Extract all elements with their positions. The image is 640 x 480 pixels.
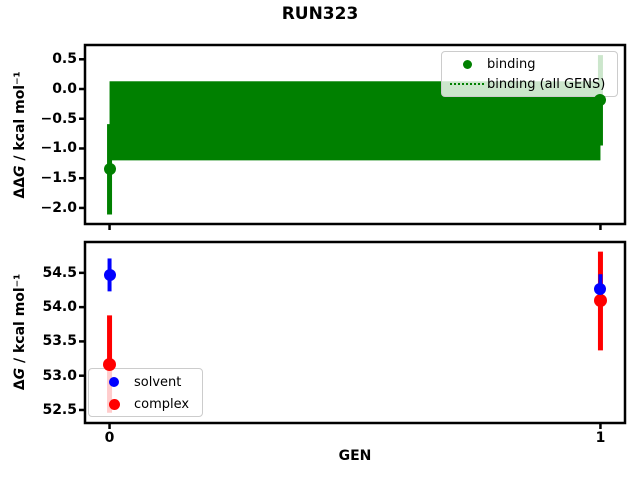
top-y-tick-label: −0.5 xyxy=(40,110,77,127)
x-tick-label: 0 xyxy=(104,430,115,446)
legend-entry-complex: complex xyxy=(94,393,197,415)
x-tick-label: 1 xyxy=(595,430,606,446)
complex-data-point xyxy=(103,357,117,371)
binding-data-point xyxy=(103,163,116,176)
legend-label-binding: binding xyxy=(487,56,536,72)
ylabel-bottom-prefix: Δ xyxy=(12,379,28,391)
ylabel-top-prefix: ΔΔ xyxy=(12,176,28,199)
xlabel-gen: GEN xyxy=(338,448,372,464)
bottom-y-tick-label: 54.5 xyxy=(42,264,77,281)
legend-label-binding-all-gens: binding (all GENS) xyxy=(487,76,606,92)
top-axes-frame xyxy=(83,43,627,226)
top-y-tick-label: −1.5 xyxy=(40,170,77,187)
red-dot-icon xyxy=(108,398,120,410)
bottom-y-tick-label: 53.5 xyxy=(42,333,77,350)
solvent-circle-legend-marker xyxy=(94,377,134,387)
legend-entry-binding: binding xyxy=(447,54,612,74)
bottom-y-tick-label: 53.0 xyxy=(42,367,77,384)
ylabel-bottom-symbol: G xyxy=(12,367,28,380)
legend-binding: binding binding (all GENS) xyxy=(441,51,618,97)
figure-title: RUN323 xyxy=(281,4,359,24)
complex-circle-legend-marker xyxy=(94,398,134,410)
top-y-tick-label: −2.0 xyxy=(40,199,77,216)
dotted-line-legend-marker xyxy=(447,83,487,85)
top-y-tick-label: 0.0 xyxy=(52,81,77,97)
bottom-axes-frame xyxy=(83,240,627,425)
legend-solvent-complex: solvent complex xyxy=(88,368,203,417)
legend-label-solvent: solvent xyxy=(134,374,182,390)
legend-entry-solvent: solvent xyxy=(94,371,197,393)
green-dotted-line-icon xyxy=(450,83,484,85)
bottom-y-tick-label: 54.0 xyxy=(42,299,77,316)
legend-entry-binding-all-gens: binding (all GENS) xyxy=(447,74,612,94)
binding-data-point xyxy=(594,94,607,107)
top-y-tick-label: −1.0 xyxy=(40,140,77,157)
green-dot-icon xyxy=(462,59,472,69)
bottom-y-tick-label: 52.5 xyxy=(42,401,77,418)
solvent-data-point xyxy=(594,282,607,295)
ylabel-top-symbol: G xyxy=(12,165,28,177)
ylabel-bottom-suffix: / kcal mol⁻¹ xyxy=(12,273,28,368)
legend-label-complex: complex xyxy=(134,396,190,412)
ylabel-top-suffix: / kcal mol⁻¹ xyxy=(12,71,28,166)
blue-dot-icon xyxy=(109,377,119,387)
binding-circle-legend-marker xyxy=(447,59,487,69)
solvent-data-point xyxy=(103,268,116,281)
complex-data-point xyxy=(593,294,607,308)
top-y-tick-label: 0.5 xyxy=(52,51,77,68)
